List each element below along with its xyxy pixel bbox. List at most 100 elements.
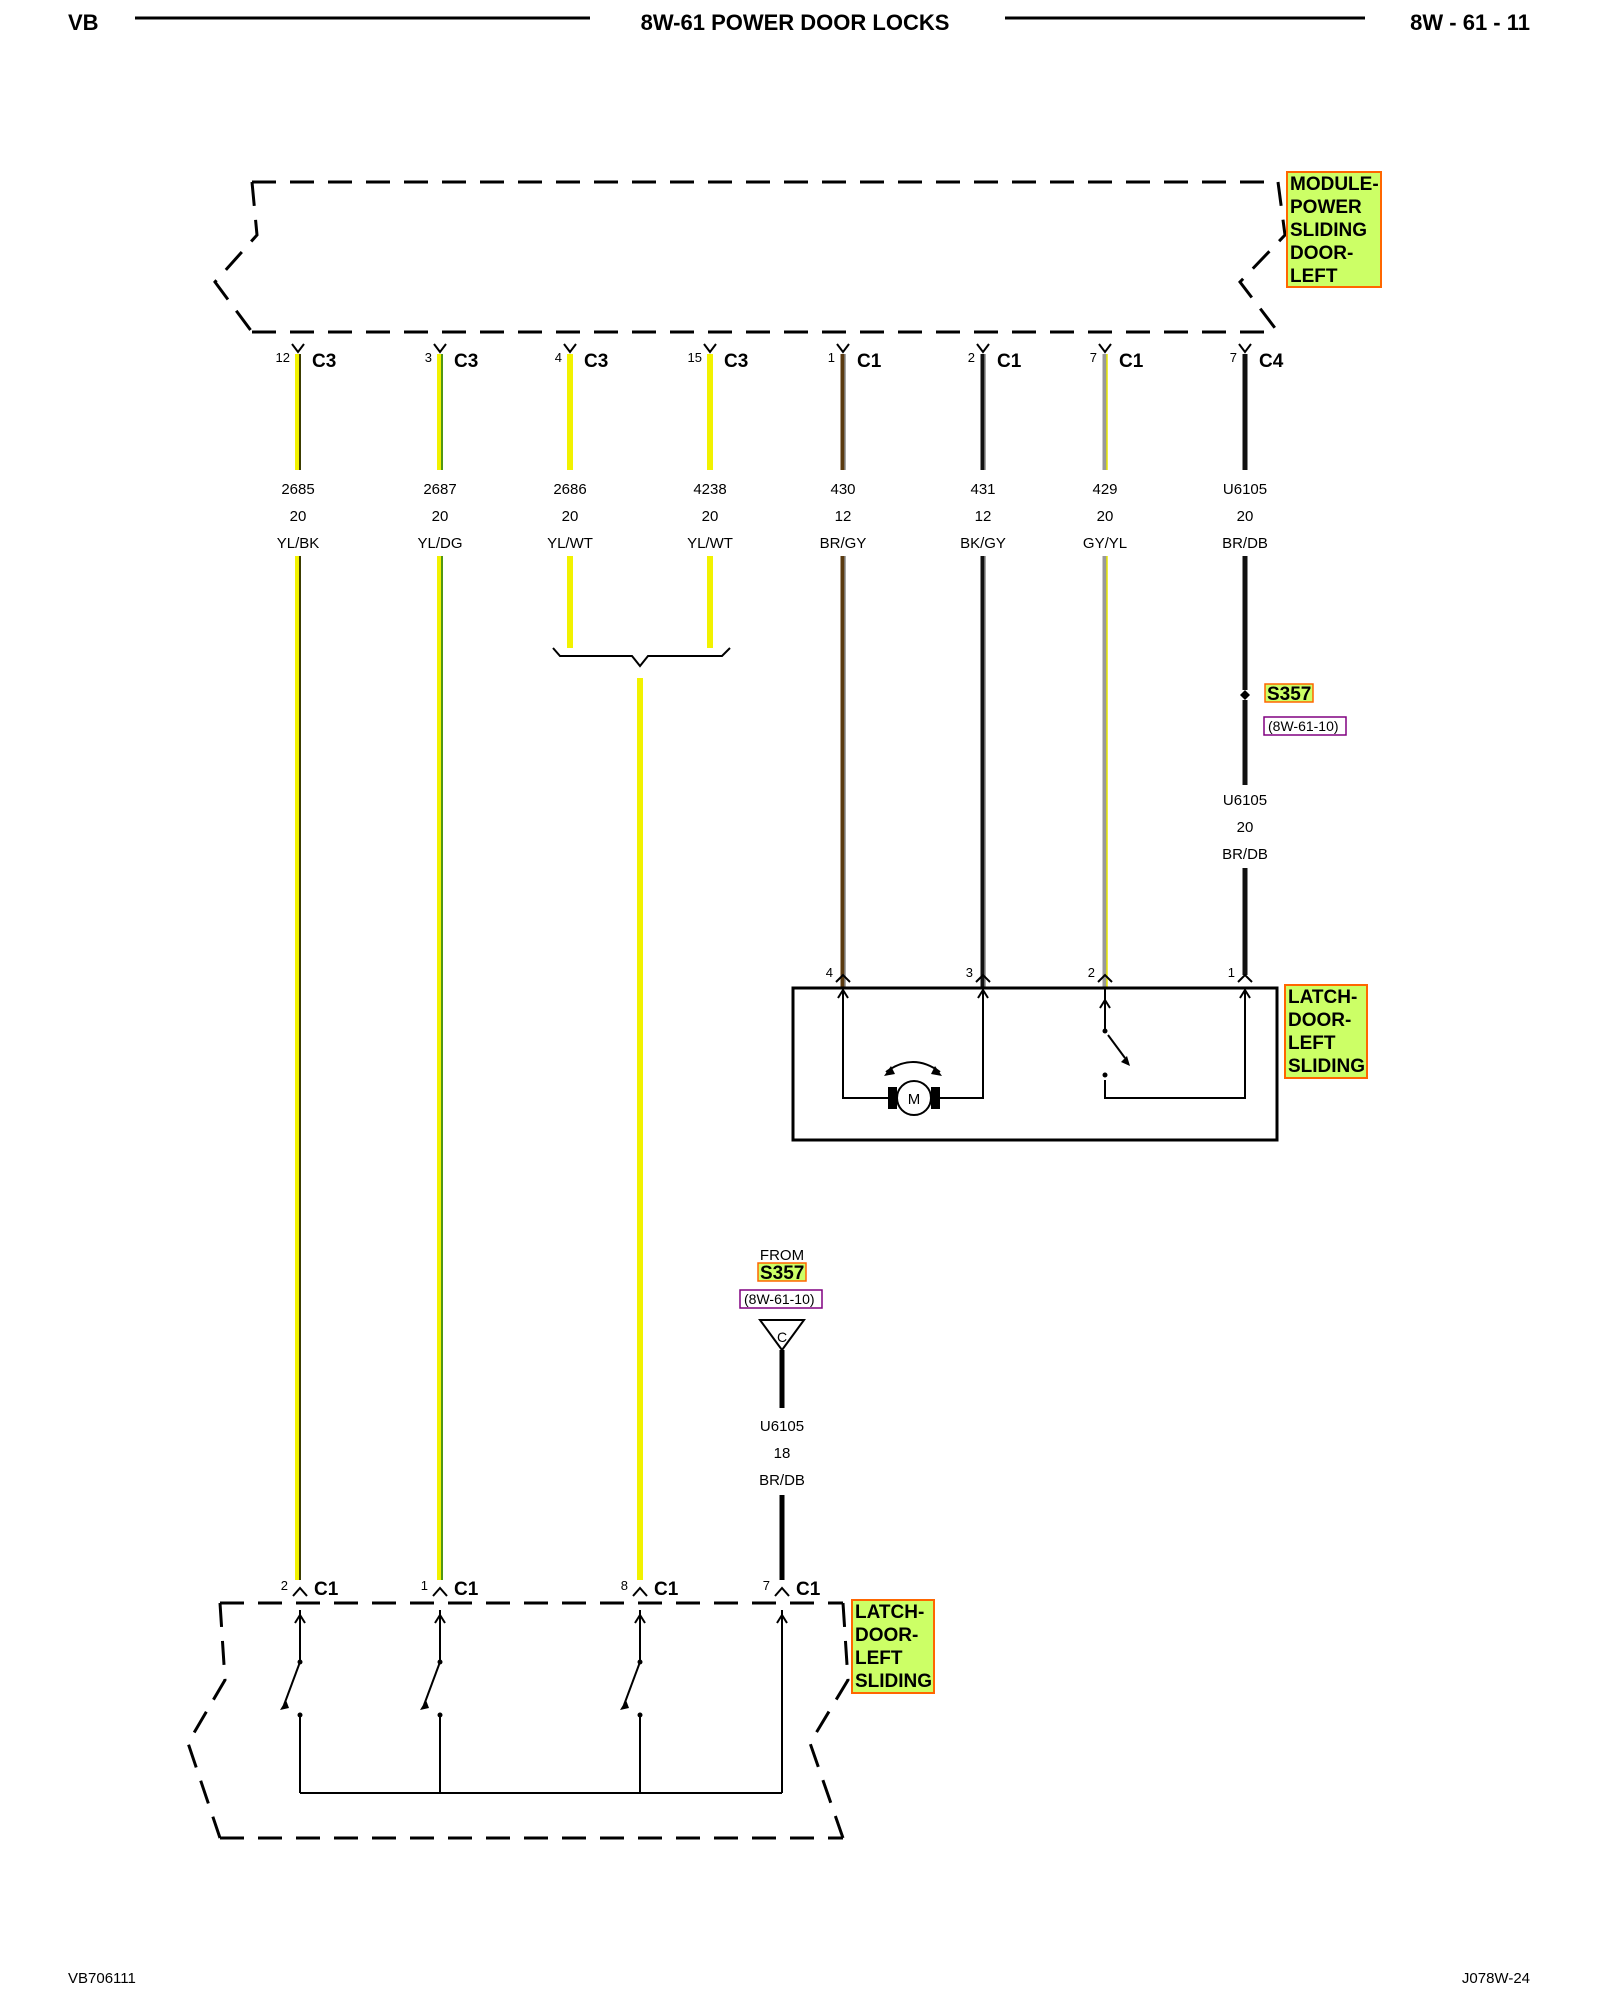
- bottom-pin-number: 2: [281, 1578, 288, 1593]
- latch-top-pin-2: 2: [1088, 965, 1113, 983]
- wire-circuit: 2687: [423, 481, 456, 498]
- top-pin-number: 12: [276, 350, 290, 365]
- wire-color: YL/WT: [687, 535, 733, 552]
- wire-color: BR/DB: [1222, 535, 1268, 552]
- wire-color: YL/WT: [547, 535, 593, 552]
- top-pin-number: 7: [1090, 350, 1097, 365]
- wire-gauge: 12: [835, 508, 852, 525]
- bottom-connector-id: C1: [654, 1579, 679, 1600]
- bottom-connector-3: 8 C1: [621, 1578, 679, 1600]
- top-connector-id: C3: [584, 351, 608, 372]
- motor-icon: M: [888, 1080, 940, 1116]
- module-label: MODULE- POWER SLIDING DOOR- LEFT: [1286, 171, 1382, 288]
- wire-gauge: 12: [975, 508, 992, 525]
- bottom-pin-number: 7: [763, 1578, 770, 1593]
- wire-gauge: 20: [562, 508, 579, 525]
- wire-color: BR/GY: [820, 535, 867, 552]
- wire-color: GY/YL: [1083, 535, 1127, 552]
- top-connector-7: 7 C1: [1090, 343, 1144, 372]
- wire-circuit: 431: [970, 481, 995, 498]
- module-outline: [213, 180, 1287, 334]
- bottom-connector-id: C1: [454, 1579, 479, 1600]
- latch-top-pin-number: 2: [1088, 965, 1095, 980]
- top-pin-number: 15: [688, 350, 702, 365]
- from-splice-s357: FROM S357 (8W-61-10) C U6105 18 BR/DB: [739, 1247, 823, 1580]
- top-connector-id: C1: [1119, 351, 1144, 372]
- wire-gauge: 20: [1237, 508, 1254, 525]
- latch-top-pin-number: 3: [966, 965, 973, 980]
- latch-top-label-line-4: SLIDING: [1288, 1056, 1365, 1077]
- splice-ref[interactable]: (8W-61-10): [1268, 718, 1339, 734]
- top-connector-id: C1: [997, 351, 1022, 372]
- top-connector-id: C3: [454, 351, 478, 372]
- splice-gauge: 20: [1237, 819, 1254, 836]
- latch-top-pin-number: 4: [826, 965, 833, 980]
- bottom-connectors: 2 C1 1 C1 8 C1 7 C1: [281, 1578, 821, 1600]
- splice-s357: S357 (8W-61-10) U6105 20 BR/DB: [1222, 683, 1347, 863]
- top-connector-id: C1: [857, 351, 882, 372]
- bottom-pin-number: 8: [621, 1578, 628, 1593]
- wire-circuit: 4238: [693, 481, 726, 498]
- wire-color: YL/DG: [417, 535, 462, 552]
- latch-top-pin-number: 1: [1228, 965, 1235, 980]
- wire-gauge: 20: [432, 508, 449, 525]
- wire-circuit: 430: [830, 481, 855, 498]
- top-connector-id: C4: [1259, 351, 1284, 372]
- wire-gauge: 20: [702, 508, 719, 525]
- latch-top-label-line-3: LEFT: [1288, 1033, 1336, 1054]
- top-pin-number: 2: [968, 350, 975, 365]
- wire-circuit: 2685: [281, 481, 314, 498]
- splice-color: BR/DB: [1222, 846, 1268, 863]
- latch-bottom-switch-dots: [280, 1659, 643, 1718]
- from-splice-ref[interactable]: (8W-61-10): [744, 1291, 815, 1307]
- latch-top-box: 4 3 2 1 M: [791, 965, 1279, 1142]
- latch-top-pin-4: 4: [826, 965, 851, 983]
- latch-bottom-switches: [283, 1610, 788, 1794]
- wire-gauge: 20: [290, 508, 307, 525]
- from-label: FROM: [760, 1247, 804, 1264]
- bottom-pin-number: 1: [421, 1578, 428, 1593]
- module-label-line-5: LEFT: [1290, 266, 1338, 287]
- header-title: 8W-61 POWER DOOR LOCKS: [641, 10, 950, 35]
- bottom-connector-2: 1 C1: [421, 1578, 479, 1600]
- latch-top-pin-1: 1: [1228, 965, 1253, 983]
- latch-bottom-outline: [186, 1601, 850, 1840]
- splice-circuit: U6105: [1223, 792, 1267, 809]
- top-connector-6: 2 C1: [968, 343, 1022, 372]
- latch-bottom-label: LATCH- DOOR- LEFT SLIDING: [851, 1599, 935, 1694]
- wire-gauge: 20: [1097, 508, 1114, 525]
- wire-color: BK/GY: [960, 535, 1006, 552]
- latch-top-pins: 4 3 2 1: [826, 965, 1253, 983]
- module-label-line-2: POWER: [1290, 197, 1362, 218]
- latch-top-label: LATCH- DOOR- LEFT SLIDING: [1284, 984, 1368, 1079]
- from-splice-color: BR/DB: [759, 1472, 805, 1489]
- top-wires: 268520YL/BK268720YL/DG268620YL/WT423820Y…: [277, 354, 1268, 1580]
- header-page-number: 8W - 61 - 11: [1410, 10, 1530, 35]
- latch-top-label-line-1: LATCH-: [1288, 987, 1357, 1008]
- bottom-connector-id: C1: [314, 1579, 339, 1600]
- module-label-line-4: DOOR-: [1290, 243, 1353, 264]
- from-splice-gauge: 18: [774, 1445, 791, 1462]
- module-label-line-1: MODULE-: [1290, 174, 1379, 195]
- bottom-connector-id: C1: [796, 1579, 821, 1600]
- from-splice-letter: C: [777, 1329, 787, 1345]
- bottom-connector-1: 2 C1: [281, 1578, 339, 1600]
- wire-join-bracket: [552, 647, 731, 668]
- latch-bottom-label-line-4: SLIDING: [855, 1671, 932, 1692]
